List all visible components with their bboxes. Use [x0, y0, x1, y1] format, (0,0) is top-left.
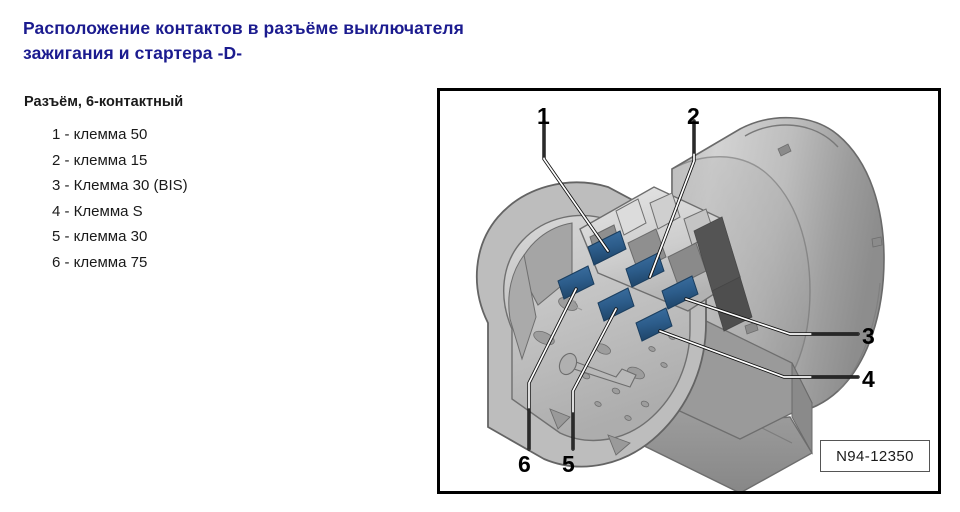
list-item: 3 - Клемма 30 (BIS) [52, 177, 188, 194]
illustration-frame: 1 2 3 4 5 6 N94-12350 [437, 88, 941, 494]
list-item: 2 - клемма 15 [52, 151, 148, 169]
list-item: 4 - Клемма S [52, 202, 143, 220]
leader-lines-group [527, 119, 860, 451]
callout-label-6: 6 [518, 451, 531, 477]
list-item: 1 - клемма 50 [52, 126, 148, 143]
pin-legend-list: 1 - клемма 50 2 - клемма 15 3 - Клемма 3… [52, 122, 188, 275]
terminal-pin-3 [661, 275, 699, 310]
callout-label-3: 3 [862, 323, 875, 349]
callout-label-4: 4 [862, 366, 875, 392]
connector-subtitle: Разъём, 6-контактный [24, 94, 184, 110]
terminal-pin-5 [597, 287, 635, 322]
figure-id-box: N94-12350 [820, 440, 930, 472]
figure-id-text: N94-12350 [836, 447, 914, 465]
page-title: Расположение контактов в разъёме выключа… [23, 16, 603, 66]
callout-label-1: 1 [537, 103, 550, 129]
terminal-pin-6 [557, 265, 595, 300]
list-item: 6 - клемма 75 [52, 253, 148, 271]
terminal-pin-4 [635, 307, 673, 342]
callout-label-2: 2 [687, 103, 700, 129]
page-title-line-1: Расположение контактов в разъёме выключа… [23, 18, 464, 38]
ignition-switch-connector-illustration [476, 116, 885, 491]
callout-label-5: 5 [562, 451, 575, 477]
page-title-line-2: зажигания и стартера -D- [23, 43, 243, 63]
list-item: 5 - клемма 30 [52, 228, 148, 245]
